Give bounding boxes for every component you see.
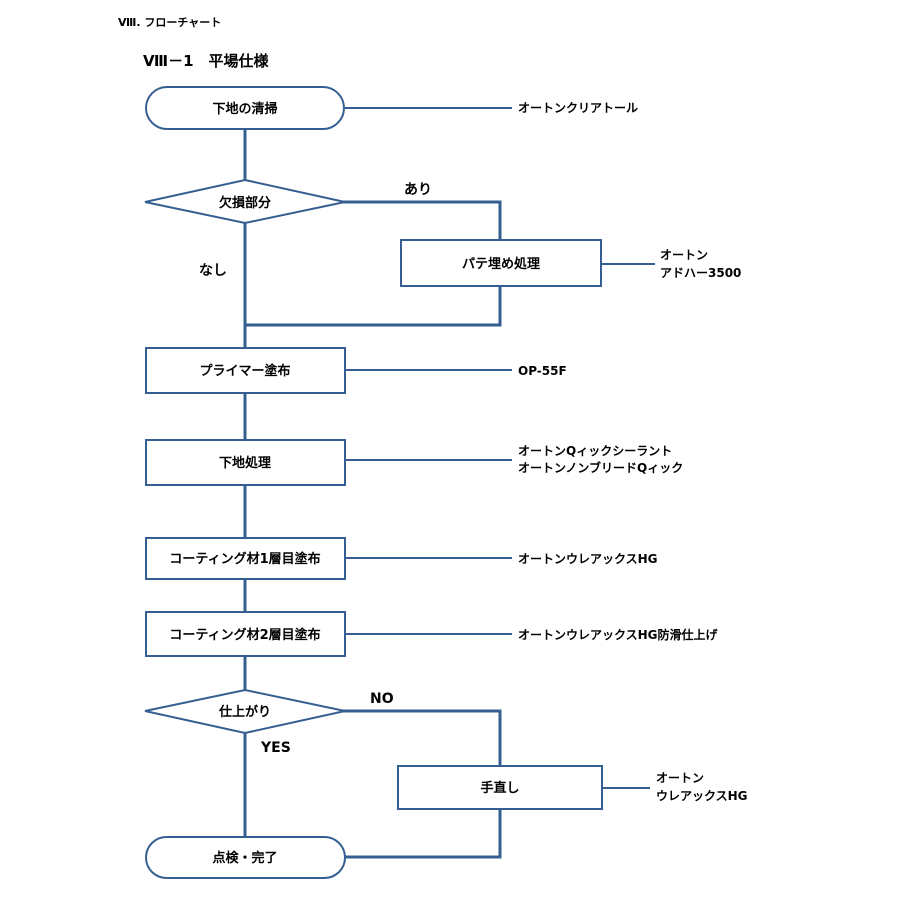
- product-leaders: [344, 107, 655, 789]
- node-coat1: コーティング材1層目塗布: [145, 537, 346, 580]
- node-putty: パテ埋め処理: [400, 239, 602, 287]
- product-putty-line2: アドハー3500: [660, 266, 741, 280]
- node-defect-decision: 欠損部分: [144, 178, 346, 225]
- node-complete: 点検・完了: [145, 836, 346, 879]
- node-finish-label: 仕上がり: [218, 704, 271, 720]
- node-substrate-label: 下地処理: [219, 455, 271, 471]
- product-labels: オートンクリアトール オートン アドハー3500 OP-55F オートンQィック…: [518, 101, 748, 803]
- node-putty-label: パテ埋め処理: [462, 256, 540, 272]
- product-putty-line1: オートン: [660, 248, 708, 262]
- node-touchup-label: 手直し: [480, 780, 519, 796]
- node-substrate: 下地処理: [145, 439, 346, 486]
- product-coat2: オートンウレアックスHG防滑仕上げ: [518, 627, 719, 642]
- subsection-title: Ⅷ－1 平場仕様: [143, 52, 270, 70]
- node-defect-label: 欠損部分: [219, 195, 271, 211]
- product-coat1: オートンウレアックスHG: [518, 552, 658, 566]
- section-title: Ⅷ. フローチャート: [118, 16, 221, 29]
- branch-label-finish-yes: YES: [260, 740, 291, 756]
- connector-putty-return: [245, 286, 502, 327]
- node-cleaning: 下地の清掃: [145, 86, 345, 130]
- node-coat2: コーティング材2層目塗布: [145, 611, 346, 657]
- node-primer: プライマー塗布: [145, 347, 346, 394]
- node-complete-label: 点検・完了: [212, 850, 277, 866]
- node-cleaning-label: 下地の清掃: [212, 101, 277, 117]
- node-touchup: 手直し: [397, 765, 603, 810]
- product-touchup-line2: ウレアックスHG: [656, 789, 748, 803]
- product-touchup-line1: オートン: [656, 771, 704, 785]
- connector-touchup-return: [345, 809, 502, 859]
- connectors: [243, 128, 502, 859]
- node-coat2-label: コーティング材2層目塗布: [169, 627, 320, 643]
- product-cleaning: オートンクリアトール: [518, 101, 638, 115]
- node-coat1-label: コーティング材1層目塗布: [169, 551, 320, 567]
- connector-defect-yes: [342, 200, 502, 240]
- branch-label-defect-no: なし: [199, 263, 227, 279]
- product-substrate-line2: オートンノンブリードQィック: [518, 460, 683, 475]
- branch-label-defect-yes: あり: [404, 182, 432, 198]
- node-primer-label: プライマー塗布: [199, 363, 290, 379]
- connector-check-no: [342, 709, 502, 766]
- product-substrate-line1: オートンQィックシーラント: [518, 444, 672, 458]
- product-primer: OP-55F: [518, 364, 567, 378]
- node-finish-decision: 仕上がり: [144, 688, 346, 735]
- branch-label-finish-no: NO: [370, 691, 394, 707]
